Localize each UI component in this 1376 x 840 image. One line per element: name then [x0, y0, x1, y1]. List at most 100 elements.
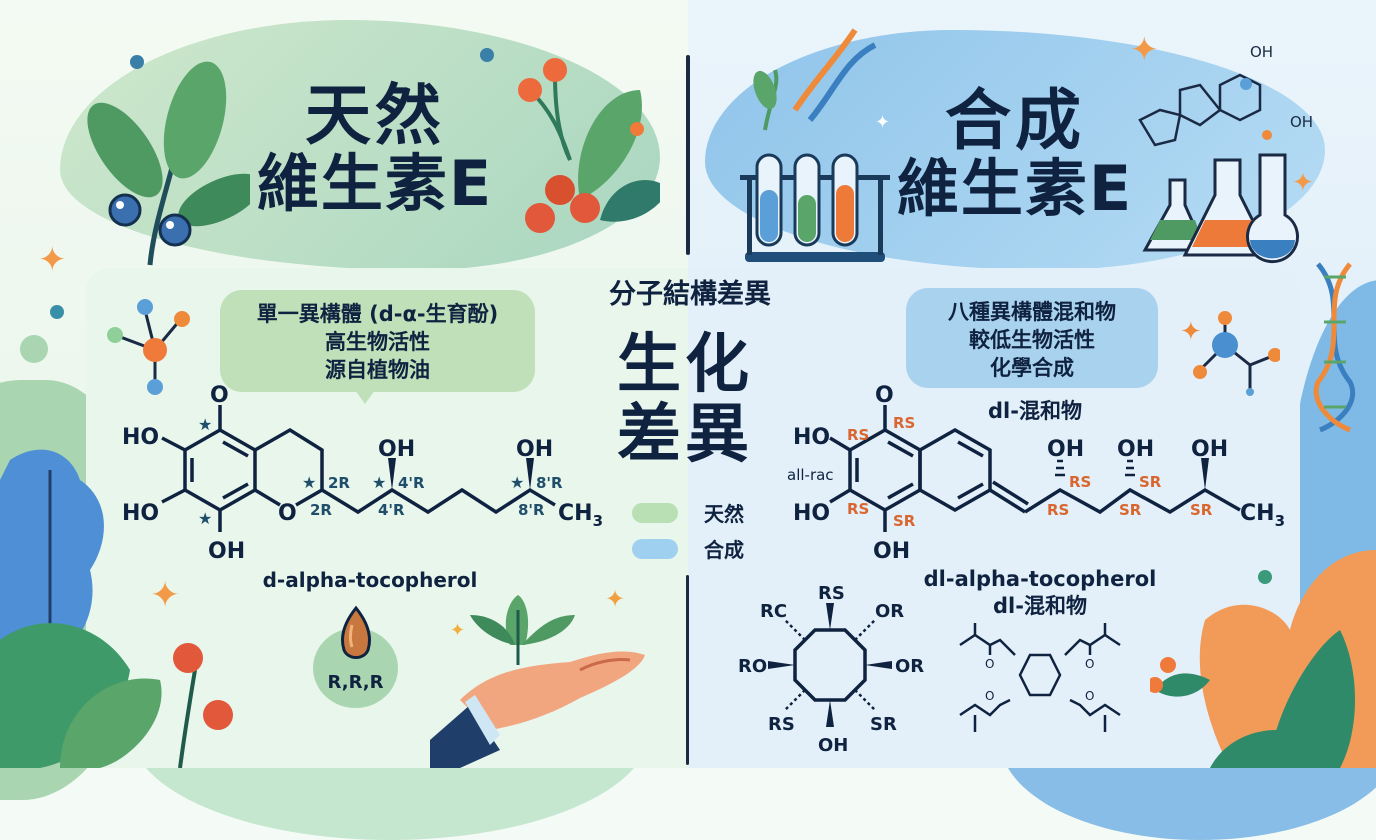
foliage-bottom-left-icon: [0, 449, 233, 768]
synthetic-bubble-line3: 化學合成: [990, 356, 1074, 380]
atom-oh-4: OH: [378, 437, 415, 462]
atom-ch: CH: [558, 501, 593, 526]
atom-ring-o: O: [278, 501, 297, 526]
atom-ch3-subscript: 3: [593, 512, 603, 530]
big-title-line2: 差異: [617, 398, 753, 472]
blueberry-plant-icon: [87, 61, 250, 266]
sparkle-icon: ✦: [38, 240, 67, 280]
flasks-molecule-icon: OH OH: [1138, 43, 1313, 264]
flask-oh-label-2: OH: [1290, 113, 1313, 131]
atom-ch: CH: [1240, 501, 1275, 526]
stereo-label: 4'R: [378, 501, 405, 519]
dl-alpha-tocopherol-structure: O HO HO OH OH OH OH CH3 all-rac RS RS RS…: [787, 383, 1285, 564]
sparkle-icon: ✦: [150, 575, 181, 616]
stereo-label: 4'R: [398, 474, 425, 492]
synthetic-bubble-line2: 較低生物活性: [969, 328, 1095, 352]
atom-o-top: O: [875, 383, 894, 408]
atom-ho-top: HO: [793, 425, 830, 450]
atom-oh-bottom: OH: [873, 539, 910, 564]
natural-bubble-line2: 高生物活性: [325, 330, 430, 354]
hand-sprout-icon: [430, 595, 645, 768]
stereo-label: RS: [893, 414, 915, 432]
sparkle-icon: ✦: [1292, 168, 1314, 198]
almond-seed-icon: [341, 605, 371, 659]
legend-natural: 天然: [632, 498, 744, 527]
decor-dot: [1240, 78, 1252, 90]
stereo-label: 8'R: [536, 474, 563, 492]
stereo-label: RS: [1047, 501, 1069, 519]
natural-swatch: [632, 502, 678, 523]
sparkle-icon: ✦: [1130, 30, 1159, 70]
decor-dot: [630, 122, 644, 136]
ring-label: OR: [875, 601, 904, 622]
molecule-model-icon-right: ✦: [1180, 311, 1280, 396]
dl-mixture-name: dl-混和物: [993, 594, 1087, 618]
flask-oh-label-1: OH: [1250, 43, 1273, 61]
chiral-star-icon: ★: [198, 415, 212, 434]
decor-dot: [1262, 130, 1272, 140]
svg-text:O: O: [1085, 657, 1094, 671]
stereo-label: 8'R: [518, 501, 545, 519]
atom-oh-a: OH: [1047, 437, 1084, 462]
ring-label: SR: [870, 714, 897, 735]
legend-synthetic-label: 合成: [704, 538, 744, 562]
decor-dot: [130, 55, 144, 69]
octagon-isomer-structure: RS RC OR RO OR RS OH SR: [738, 585, 924, 756]
natural-title-line1: 天然: [305, 77, 445, 154]
natural-bubble-line3: 源自植物油: [325, 358, 430, 382]
atom-ho-bottom: HO: [793, 501, 830, 526]
synthetic-swatch: [632, 538, 678, 559]
synthetic-bubble-line1: 八種異構體混和物: [948, 300, 1116, 324]
atom-ho-top: HO: [122, 425, 159, 450]
stereo-label: SR: [1139, 473, 1162, 491]
d-alpha-tocopherol-label: d-alpha-tocopherol: [262, 568, 478, 592]
bottom-divider: [686, 575, 689, 765]
molecular-structure-difference-heading: 分子結構差異: [609, 279, 771, 310]
chiral-star-icon: ★: [510, 473, 524, 492]
svg-text:O: O: [1085, 689, 1094, 703]
stereo-label: SR: [893, 512, 916, 530]
atom-oh-c: OH: [1191, 437, 1228, 462]
all-rac-label: all-rac: [787, 466, 834, 484]
bubble-tail: [355, 390, 375, 404]
svg-text:CH3: CH3: [558, 501, 603, 530]
natural-info-bubble: 單一異構體 (d-α-生育酚) 高生物活性 源自植物油: [220, 290, 535, 392]
atom-oh-bottom: OH: [208, 539, 245, 560]
stereo-label: RS: [1069, 473, 1091, 491]
decor-dot: [1258, 570, 1272, 584]
synthetic-vitamin-e-title: 合成 維生素E: [895, 85, 1135, 223]
chiral-star-icon: ★: [198, 509, 212, 528]
ring-label: OH: [818, 735, 848, 756]
ring-label: RS: [818, 585, 845, 604]
dna-helix-icon: [1313, 262, 1356, 432]
skeletal-isomer-structure: O O O O: [959, 623, 1121, 732]
atom-ho-bottom: HO: [122, 501, 159, 526]
stereo-label: 2R: [310, 501, 332, 519]
natural-title-line2: 維生素E: [256, 147, 494, 221]
natural-bubble-line1: 單一異構體 (d-α-生育酚): [256, 302, 499, 326]
ring-label: OR: [895, 656, 924, 677]
sparkle-icon: ✦: [605, 585, 626, 613]
atom-o-top: O: [210, 383, 229, 408]
svg-text:O: O: [985, 657, 994, 671]
natural-vitamin-e-title: 天然 維生素E: [240, 80, 510, 218]
svg-text:CH3: CH3: [1240, 501, 1285, 530]
ring-label: RC: [760, 601, 787, 622]
big-title-line1: 生化: [617, 328, 753, 402]
dl-alpha-tocopherol-label: dl-alpha-tocopherol dl-混和物: [910, 566, 1170, 620]
top-divider: [686, 55, 690, 255]
synthetic-dl-mixture-label: dl-混和物: [988, 399, 1082, 423]
test-tube-rack-icon: [740, 28, 890, 262]
biochemical-difference-title: 生化 差異: [600, 330, 770, 470]
foliage-bottom-right-icon: [1150, 550, 1376, 768]
molecule-model-icon-left: [107, 299, 190, 395]
ring-label: RS: [768, 714, 795, 735]
decor-dot: [480, 48, 494, 62]
legend-synthetic: 合成: [632, 534, 744, 563]
synthetic-title-line2: 維生素E: [896, 152, 1134, 226]
stereo-label: RS: [847, 500, 869, 518]
atom-oh-8: OH: [516, 437, 553, 462]
atom-oh-b: OH: [1117, 437, 1154, 462]
sparkle-icon: ✦: [875, 112, 891, 133]
decor-dot: [20, 335, 48, 363]
